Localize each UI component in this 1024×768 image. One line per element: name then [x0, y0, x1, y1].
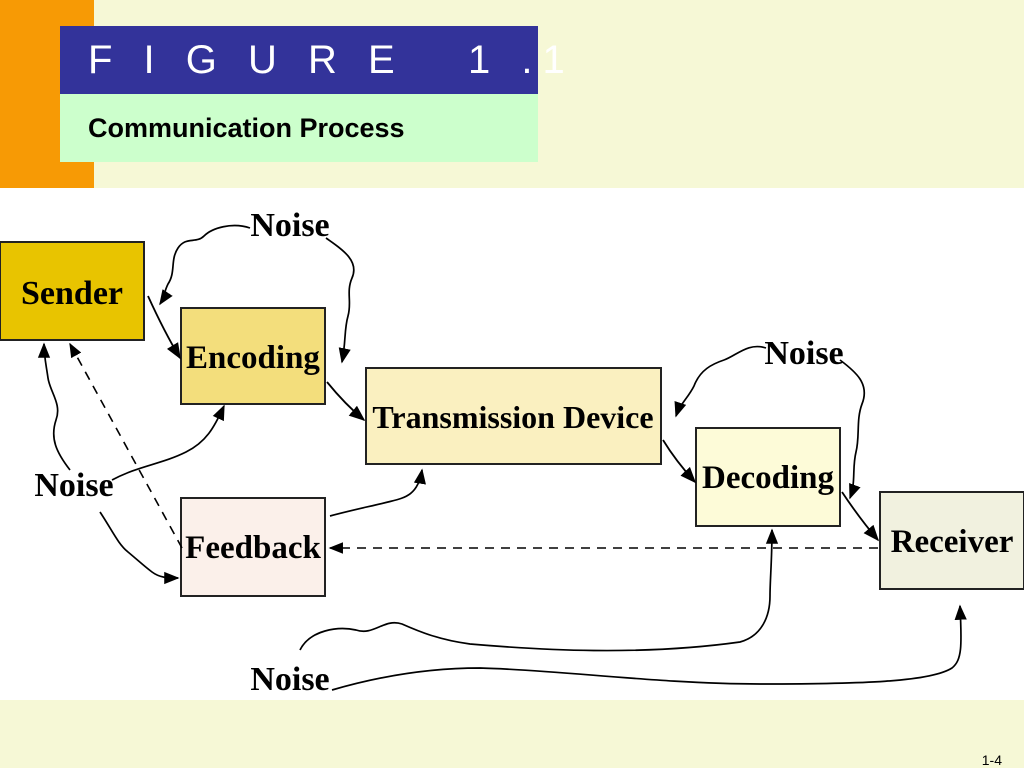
receiver-node: Receiver	[879, 491, 1024, 590]
figure-title-banner: F I G U R E 1 .1	[60, 26, 565, 94]
noise-top-to-sender-squiggle	[159, 224, 251, 306]
transmission-device-node: Transmission Device	[365, 367, 662, 465]
encoding-node: Encoding	[180, 307, 326, 405]
feedback-node: Feedback	[180, 497, 326, 597]
noise-label-bottom: Noise	[250, 661, 329, 698]
feedback-to-sender-dashed-arrow	[69, 342, 183, 549]
sender-node: Sender	[0, 241, 145, 341]
figure-subtitle-banner: Communication Process	[60, 94, 538, 162]
encoding-to-transmission-arrow	[326, 381, 366, 422]
decoding-node: Decoding	[695, 427, 841, 527]
noise-left-to-encoding-squiggle	[111, 404, 225, 481]
transmission-to-decoding-arrow	[662, 439, 697, 484]
figure-subtitle: Communication Process	[88, 113, 405, 143]
decoding-to-receiver-arrow	[841, 491, 880, 542]
noise-label-top: Noise	[250, 207, 329, 244]
noise-bottom-to-receiver-squiggle	[331, 604, 967, 691]
noise-to-transmission-from-feedback-squiggle	[329, 468, 426, 517]
communication-process-diagram: Sender Encoding Transmission Device Deco…	[0, 207, 1024, 698]
sender-label: Sender	[21, 275, 123, 312]
noise-left-to-sender-squiggle	[37, 342, 71, 471]
page-number: 1-4	[981, 752, 1002, 768]
noise-right-to-transmission-squiggle	[674, 345, 767, 418]
noise-label-left: Noise	[34, 467, 113, 504]
encoding-label: Encoding	[186, 340, 320, 376]
noise-left-to-feedback-squiggle	[99, 511, 180, 585]
receiver-label: Receiver	[891, 524, 1014, 560]
noise-top-to-encoding-squiggle	[325, 237, 355, 364]
noise-bottom-to-decoding-squiggle	[299, 528, 779, 652]
noise-label-right: Noise	[764, 335, 843, 372]
figure-label: F I G U R E 1 .1	[88, 38, 575, 82]
feedback-label: Feedback	[185, 530, 321, 566]
sender-to-encoding-arrow	[147, 295, 181, 360]
transmission-device-label: Transmission Device	[372, 399, 653, 435]
noise-right-to-decoding-squiggle	[839, 359, 866, 500]
decoding-label: Decoding	[702, 460, 835, 496]
